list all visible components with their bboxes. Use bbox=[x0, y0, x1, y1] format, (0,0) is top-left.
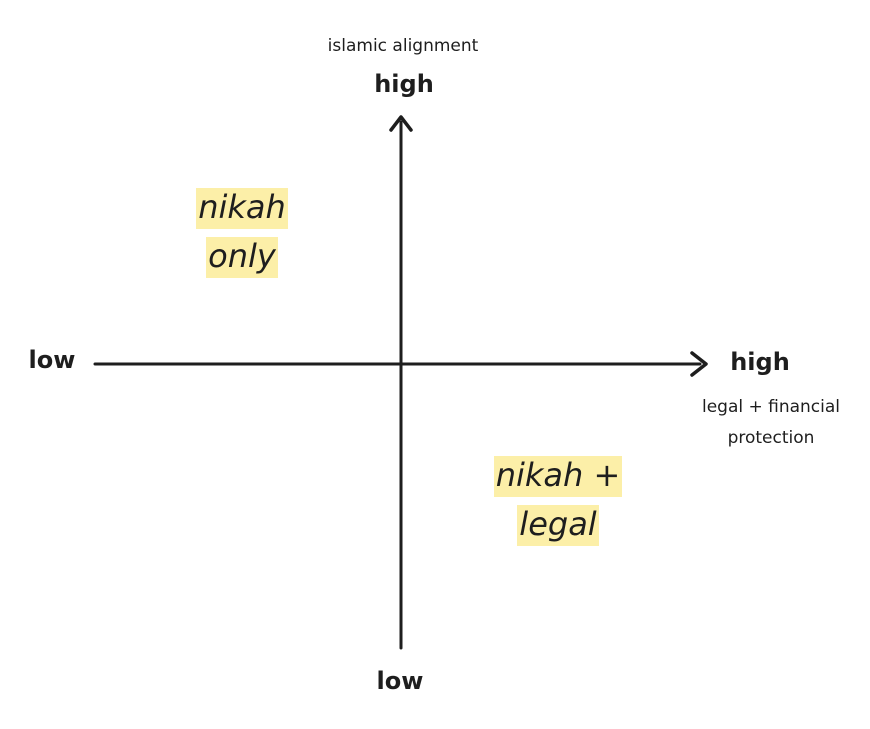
note-bottom-right-line1: nikah + bbox=[493, 456, 623, 497]
note-top-left-line2: only bbox=[206, 237, 278, 278]
x-axis-arrowhead bbox=[690, 351, 708, 377]
x-axis-high-label: high bbox=[730, 348, 790, 376]
x-axis-low-label: low bbox=[28, 346, 76, 374]
y-axis-high-label: high bbox=[374, 70, 434, 98]
y-axis-arrowhead bbox=[389, 115, 413, 132]
note-bottom-right-line2: legal bbox=[517, 505, 599, 546]
x-axis-title-line1: legal + financial bbox=[701, 397, 841, 417]
y-axis-low-label: low bbox=[376, 667, 424, 695]
y-axis-title: islamic alignment bbox=[327, 36, 479, 56]
note-top-left: nikah only bbox=[172, 188, 312, 278]
x-axis-title-line2: protection bbox=[727, 428, 815, 448]
note-bottom-right: nikah + legal bbox=[473, 456, 643, 546]
note-top-left-line1: nikah bbox=[196, 188, 288, 229]
